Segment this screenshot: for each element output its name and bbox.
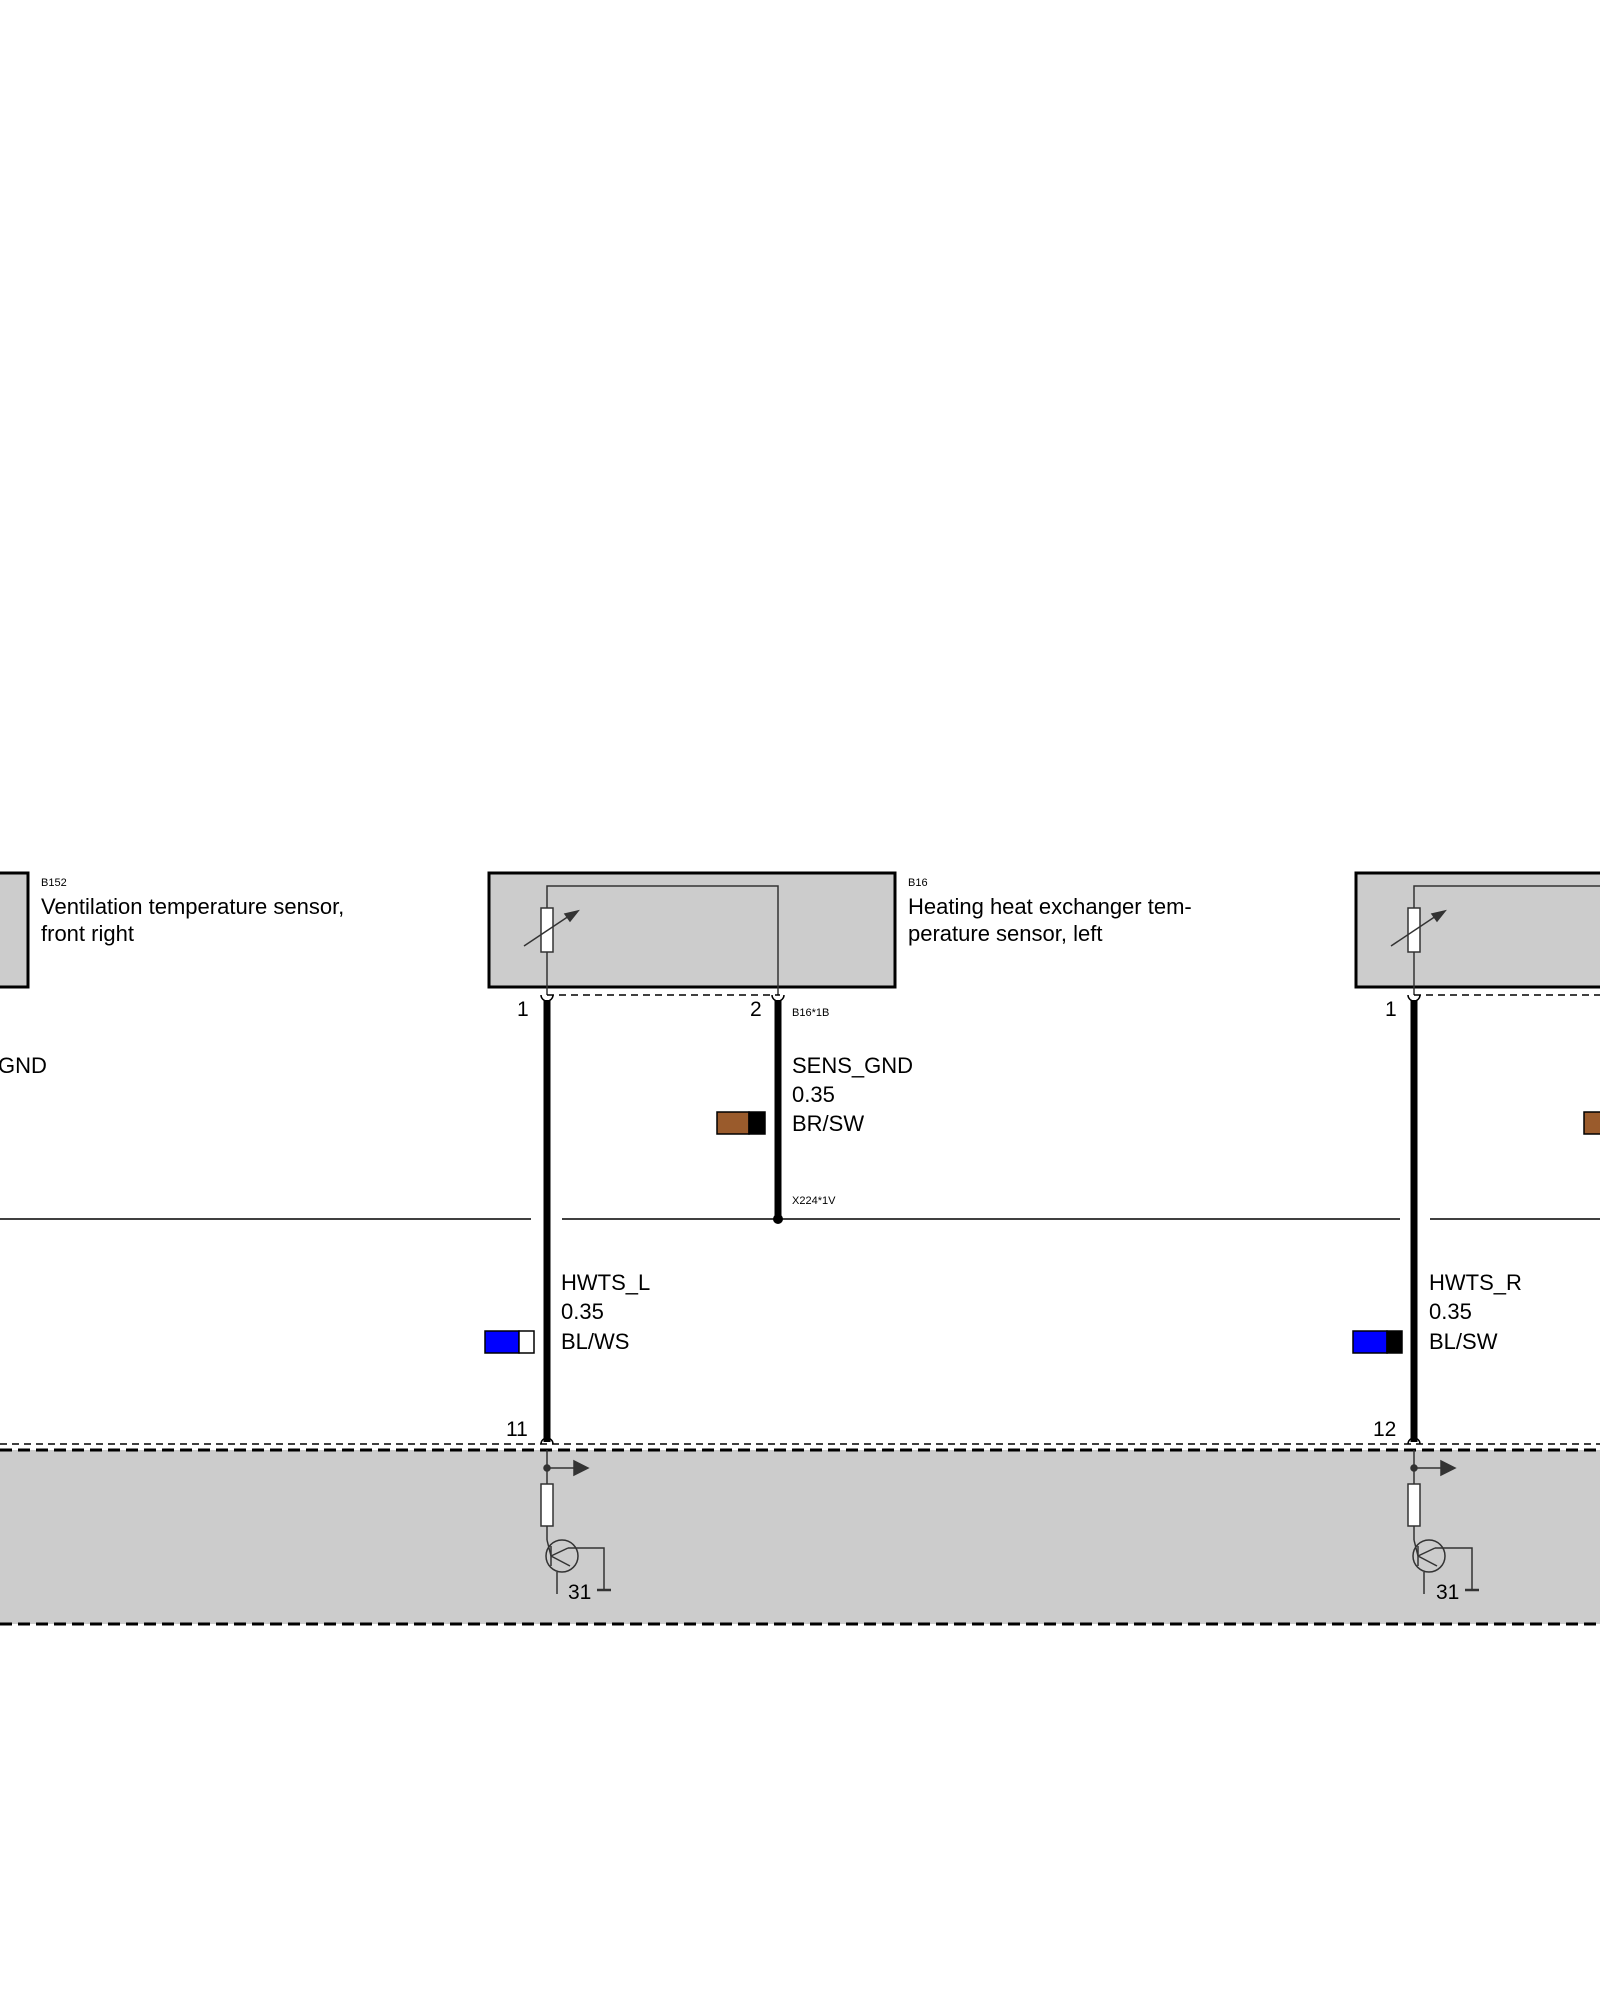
- sens-gnd-size: 0.35: [792, 1082, 835, 1107]
- b152-code: B152: [41, 877, 67, 889]
- right-sensor-component-box: [1354, 871, 1600, 989]
- right-partial-color-swatch: [1583, 1111, 1600, 1135]
- b16-component-box: [487, 871, 897, 989]
- cu-input-circuit-left: [540, 1450, 611, 1594]
- hwts-l-signal: HWTS_L: [561, 1270, 650, 1295]
- cu-input-circuit-right: [1407, 1450, 1479, 1594]
- b16-connector-code: B16*1B: [792, 1007, 829, 1019]
- hwts-r-color-swatch: [1352, 1330, 1403, 1354]
- hwts-l-color-swatch: [484, 1330, 535, 1354]
- hwts-r-signal: HWTS_R: [1429, 1270, 1522, 1295]
- cu-pin12-hook: [1407, 1437, 1421, 1445]
- b152-name-line1: Ventilation temperature sensor,: [41, 894, 344, 919]
- sens-gnd-color-code: BR/SW: [792, 1111, 864, 1136]
- cu-ground-right-label: 31: [1436, 1581, 1459, 1604]
- cu-pin11-hook: [540, 1437, 554, 1445]
- hwts-l-color-code: BL/WS: [561, 1329, 629, 1354]
- left-gnd-label: GND: [0, 1053, 47, 1078]
- b16-pin1-label: 1: [517, 998, 529, 1021]
- cu-pin11-label: 11: [506, 1418, 528, 1441]
- b152-name-line2: front right: [41, 921, 134, 946]
- sens-gnd-signal: SENS_GND: [792, 1053, 913, 1078]
- cu-ground-left-label: 31: [568, 1581, 591, 1604]
- b16-name-line2: perature sensor, left: [908, 921, 1102, 946]
- right-sensor-thermistor-symbol: [1390, 885, 1600, 995]
- b152-component-box: [0, 871, 30, 989]
- hwts-r-size: 0.35: [1429, 1299, 1472, 1324]
- hwts-l-size: 0.35: [561, 1299, 604, 1324]
- cu-pin12-label: 12: [1373, 1418, 1396, 1441]
- splice-code: X224*1V: [792, 1195, 836, 1207]
- b16-pin2-label: 2: [750, 998, 762, 1021]
- b16-code: B16: [908, 877, 928, 889]
- right-sensor-pin1-label: 1: [1385, 998, 1397, 1021]
- hwts-r-color-code: BL/SW: [1429, 1329, 1498, 1354]
- sens-gnd-color-swatch: [716, 1111, 766, 1135]
- splice-dot: [773, 1214, 783, 1224]
- b16-thermistor-symbol: [523, 885, 779, 995]
- control-unit-box: [0, 1450, 1600, 1624]
- b16-name-line1: Heating heat exchanger tem-: [908, 894, 1192, 919]
